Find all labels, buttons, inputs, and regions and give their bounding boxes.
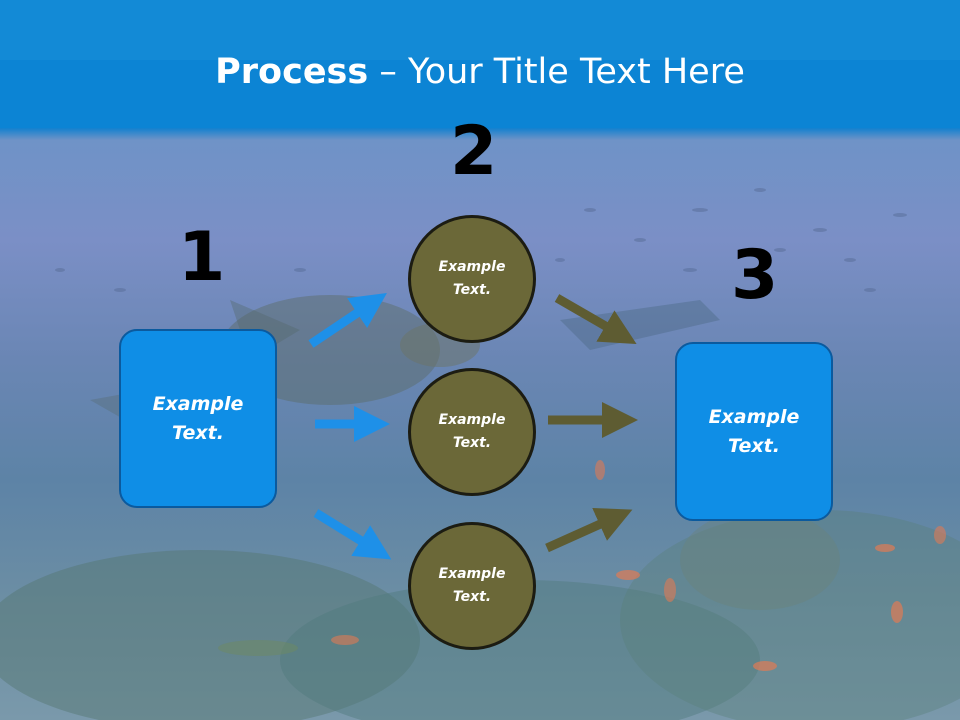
right-box: Example Text. [675,342,833,521]
slide-title: Process – Your Title Text Here [0,52,960,92]
arrow-left-to-bottom [313,509,392,560]
arrow-bottom-to-right [545,507,633,553]
circle-top-line2: Text. [452,282,492,298]
left-box: Example Text. [119,329,277,508]
step-number-1: 1 [178,218,226,297]
circle-middle-line2: Text. [452,435,492,451]
circle-top-line1: Example [438,259,506,275]
left-box-line1: Example [152,392,244,415]
title-rest: – Your Title Text Here [368,52,745,92]
left-box-line2: Text. [172,421,224,444]
circle-middle-line1: Example [438,412,506,428]
circle-top: Example Text. [408,215,536,343]
step-number-2: 2 [450,112,498,191]
title-bold: Process [215,52,369,92]
right-box-line1: Example [708,405,800,428]
circle-middle: Example Text. [408,368,536,496]
arrow-top-to-right [554,294,637,345]
circle-bottom: Example Text. [408,522,536,650]
arrow-left-to-top [308,292,387,348]
circle-bottom-line1: Example [438,566,506,582]
right-box-line2: Text. [728,434,780,457]
step-number-3: 3 [731,236,779,315]
circle-bottom-line2: Text. [452,589,492,605]
